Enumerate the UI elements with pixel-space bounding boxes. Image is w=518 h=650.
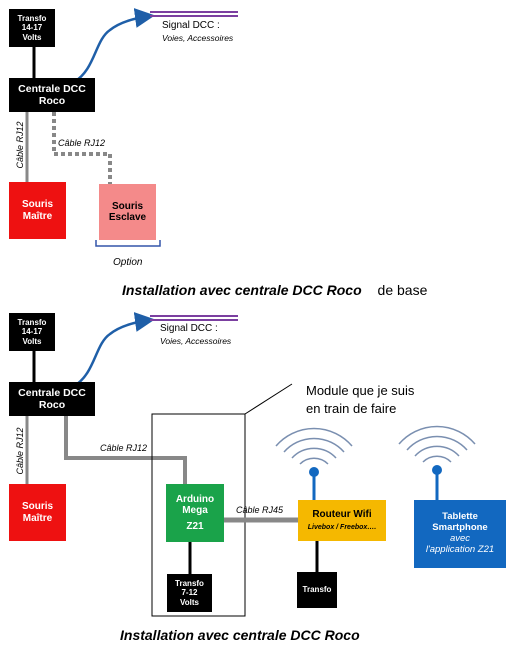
s1-centrale-box: Centrale DCC Roco (9, 78, 95, 112)
transfo-routeur-box: Transfo (297, 572, 337, 608)
s1-caption-suffix: de base (377, 282, 428, 298)
s1-signal-title: Signal DCC : (162, 20, 220, 31)
s1-cable-vertical-label: Câble RJ12 (15, 121, 25, 169)
s1-transfo-line3: Volts (22, 32, 42, 42)
s2-signal-sub: Voies, Accessoires (160, 336, 232, 346)
s1-centrale-line1: Centrale DCC (18, 82, 86, 95)
s2-transfo-box: Transfo 14-17 Volts (9, 313, 55, 351)
s2-cable-rj12 (64, 416, 187, 484)
module-note-line1: Module que je suis (306, 383, 415, 398)
module-note: Module que je suis en train de faire (306, 382, 414, 417)
tablette-line1: Tablette (442, 511, 478, 523)
s1-option-bracket (95, 240, 161, 247)
tablette-line2: Smartphone (432, 522, 488, 534)
arduino-line2: Mega (182, 505, 208, 517)
transfo-small-line1: Transfo (175, 579, 204, 589)
tablette-line3: avec (449, 533, 471, 544)
s2-transfo-line3: Volts (22, 336, 42, 346)
tablette-line4: l'application Z21 (425, 543, 495, 555)
s2-centrale-line1: Centrale DCC (18, 386, 86, 399)
tablette-box: Tablette Smartphone avec l'application Z… (414, 500, 506, 568)
routeur-box: Routeur Wifi Livebox / Freebox…. (298, 500, 386, 541)
s2-caption: Installation avec centrale DCC Roco (120, 627, 360, 643)
module-note-line2: en train de faire (306, 400, 397, 416)
s2-signal-title: Signal DCC : (160, 323, 218, 334)
s2-centrale-box: Centrale DCC Roco (9, 382, 95, 416)
s2-cable-rj45-label: Câble RJ45 (236, 505, 284, 515)
s1-centrale-line2: Roco (38, 95, 66, 107)
s2-transfo-line1: Transfo (17, 318, 47, 328)
s2-transfo-line2: 14-17 (21, 327, 43, 337)
s2-signal-rails-icon (150, 315, 238, 321)
s1-transfo-box: Transfo 14-17 Volts (9, 9, 55, 47)
s2-souris-maitre-line2: Maître (22, 512, 53, 524)
routeur-wifi-antenna-icon (275, 427, 353, 500)
s2-souris-maitre-box: Souris Maître (9, 484, 66, 541)
s1-option-label: Option (113, 257, 143, 268)
s2-signal-arrow (73, 312, 155, 388)
s1-cable-dotted (52, 112, 112, 184)
s1-souris-esclave-line2: Esclave (108, 212, 147, 223)
module-note-pointer (244, 383, 293, 415)
s1-caption-main: Installation avec centrale DCC Roco (122, 282, 362, 298)
s1-signal-rails-icon (150, 11, 238, 17)
s1-transfo-line1: Transfo (17, 14, 47, 24)
routeur-sub: Livebox / Freebox…. (307, 523, 377, 531)
module-frame (151, 413, 246, 617)
s1-signal-arrow (73, 8, 155, 84)
s2-cable-rj12-label: Câble RJ12 (100, 443, 148, 453)
s1-cable-dotted-label: Câble RJ12 (58, 138, 106, 148)
s1-souris-esclave-line1: Souris (111, 200, 144, 212)
transfo-small-box: Transfo 7-12 Volts (167, 574, 212, 612)
s1-caption: Installation avec centrale DCC Roco de b… (122, 282, 427, 298)
s1-transfo-line2: 14-17 (21, 23, 43, 33)
s2-souris-maitre-line1: Souris (21, 501, 54, 512)
s1-signal-sub: Voies, Accessoires (162, 33, 234, 43)
s1-souris-esclave-box: Souris Esclave (99, 184, 156, 240)
transfo-small-line3: Volts (180, 597, 199, 607)
transfo-routeur-label: Transfo (302, 585, 332, 595)
s2-cable-vertical-label: Câble RJ12 (15, 427, 25, 475)
routeur-title: Routeur Wifi (312, 509, 372, 521)
s2-centrale-line2: Roco (38, 399, 66, 411)
s1-souris-maitre-line2: Maître (22, 210, 53, 222)
transfo-small-line2: 7-12 (181, 588, 198, 598)
tablette-wifi-antenna-icon (398, 425, 476, 500)
arduino-line3: Z21 (186, 520, 204, 532)
s1-souris-maitre-box: Souris Maître (9, 182, 66, 239)
arduino-box: Arduino Mega Z21 (166, 484, 224, 542)
arduino-line1: Arduino (175, 493, 215, 505)
s1-souris-maitre-line1: Souris (21, 199, 54, 210)
